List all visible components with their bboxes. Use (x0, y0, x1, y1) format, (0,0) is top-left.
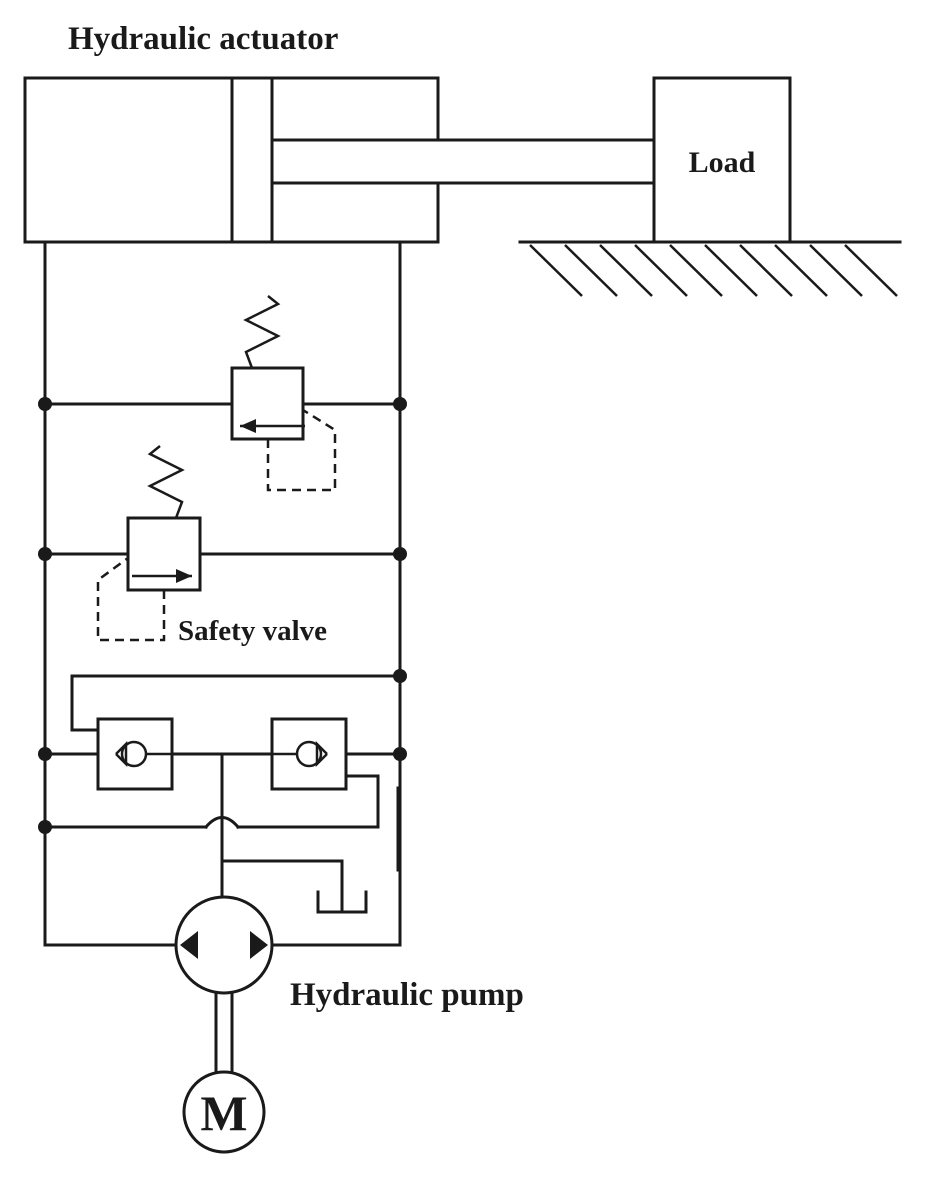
load-block: Load (652, 76, 792, 244)
check-valves (43, 674, 402, 914)
hydraulic-pump (174, 895, 274, 995)
motor: M (182, 1070, 266, 1154)
actuator-piston (230, 76, 274, 244)
junction-dots (38, 397, 407, 834)
safety-valve-label: Safety valve (178, 615, 327, 647)
spring-icon (147, 445, 185, 519)
actuator-label: Hydraulic actuator (68, 21, 338, 57)
load-box (652, 76, 792, 244)
motor-circle (182, 1070, 266, 1154)
pump-circle (174, 895, 274, 995)
hydraulic-actuator (23, 76, 656, 244)
spring-icon (243, 295, 281, 369)
pump-shaft (214, 991, 234, 1074)
pump-label: Hydraulic pump (290, 977, 524, 1013)
relief-valve-upper (43, 295, 402, 492)
actuator-rod (270, 138, 656, 185)
safety-valve (43, 445, 402, 642)
load-label: Load (689, 146, 756, 179)
ground-hatching (518, 240, 902, 297)
motor-label: M (200, 1085, 247, 1141)
